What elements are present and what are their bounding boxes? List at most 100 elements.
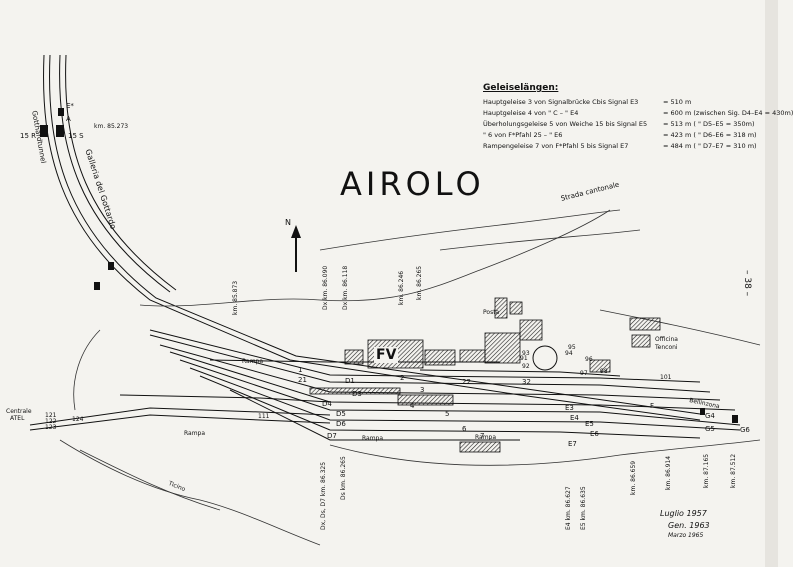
track-number: 5 <box>445 410 450 418</box>
building <box>484 332 521 364</box>
rampa-label: Rampa <box>475 434 497 441</box>
legend-title: Geleiselängen: <box>483 83 559 93</box>
km-mark: E4 km. 86.627 <box>565 486 572 530</box>
track-number: 121 <box>45 412 57 419</box>
signal-icon <box>40 125 48 137</box>
legend-row-label: " 6 von F*Pfahl 25 – " E6 <box>483 131 563 139</box>
building <box>494 297 508 319</box>
km-mark: Dx, Ds, D7 km. 86.325 <box>320 461 327 530</box>
legend-row-label: Überholungsgeleise 5 von Weiche 15 bis S… <box>483 120 648 128</box>
rampa-building <box>459 441 501 453</box>
building <box>344 349 364 365</box>
km-mark: km. 87.512 <box>730 453 737 488</box>
legend-row-label: Hauptgeleise 3 von Signalbrücke Cbis Sig… <box>483 98 639 106</box>
track-number: 7 <box>480 432 485 440</box>
track-number: 98 <box>600 368 608 375</box>
track-number: 122 <box>45 418 57 425</box>
legend-row-value: = 600 m (zwischen Sig. D4–E4 = 430m) <box>663 109 793 117</box>
track-number: 93 <box>522 350 530 357</box>
north-arrow <box>291 225 301 272</box>
signal-label: D1 <box>345 377 355 385</box>
posta-label: Posta <box>483 309 500 316</box>
km-mark: km. 86.265 <box>416 265 423 300</box>
rampa-label: Rampa <box>242 358 264 365</box>
track-number: 101 <box>660 374 672 381</box>
track-number: 22 <box>462 378 471 386</box>
signal-e-label: E* <box>66 102 74 110</box>
km-mark: Dx km. 86.090 <box>322 265 329 310</box>
track-number: 94 <box>565 350 573 357</box>
signal-label: D7 <box>327 432 337 440</box>
legend-row-value: = 513 m ( " D5–E5 = 350m) <box>663 120 755 128</box>
page-title: AIROLO <box>340 165 485 203</box>
signal-label: E3 <box>565 404 574 412</box>
date-3: Marzo 1965 <box>668 532 704 539</box>
north-label: N <box>285 218 291 227</box>
date-2: Gen. 1963 <box>668 521 710 530</box>
signal-label: E4 <box>570 414 579 422</box>
station-tracks <box>29 329 741 441</box>
signal-label: D3 <box>352 390 362 398</box>
track-number: 2 <box>400 374 405 382</box>
legend-row-label: Hauptgeleise 4 von " C – " E4 <box>483 109 579 117</box>
building <box>509 301 523 315</box>
legend-row-value: = 484 m ( " D7–E7 = 310 m) <box>663 142 757 150</box>
signal-icon <box>58 108 64 116</box>
track-number: 111 <box>258 413 270 420</box>
rampa-label: Rampa <box>362 435 384 442</box>
building <box>424 349 456 366</box>
signal-a-label: A <box>66 115 71 123</box>
signal-icon <box>732 415 738 423</box>
track-number: 96 <box>585 356 593 363</box>
track-number: 32 <box>522 378 531 386</box>
track-number: 6 <box>462 425 467 433</box>
signal-label: F <box>650 402 655 410</box>
page-number: – 38 – <box>742 270 752 297</box>
boundaries <box>59 209 761 546</box>
track-number: 92 <box>522 363 530 370</box>
signal-label: E7 <box>568 440 577 448</box>
signal-label: G5 <box>705 425 715 433</box>
km-mark: km. 85.873 <box>232 280 239 315</box>
page-edge <box>765 0 778 567</box>
signal-15r-label: 15 R <box>20 132 36 140</box>
km-mark: km. 86.246 <box>398 270 405 305</box>
signal-label: D6 <box>336 420 346 428</box>
signal-label: D5 <box>336 410 346 418</box>
tunnel-tracks <box>43 54 701 421</box>
km-mark: km. 87.165 <box>703 453 710 488</box>
legend-row-label: Rampengeleise 7 von F*Pfahl 5 bis Signal… <box>483 142 629 150</box>
fv-label: FV <box>374 347 399 363</box>
signal-icon <box>108 262 114 270</box>
km-mark: Ds km. 86.265 <box>340 456 347 500</box>
platform <box>397 394 454 406</box>
signal-label: E5 <box>585 420 594 428</box>
officina-label: Officina <box>655 336 678 343</box>
km-tunnel-label: km. 85.273 <box>94 123 129 130</box>
centrale-label: Centrale <box>6 408 32 415</box>
rampa-label: Rampa <box>184 430 206 437</box>
signal-icon <box>56 125 64 137</box>
km-mark: km. 86.659 <box>630 460 637 495</box>
signal-icon <box>94 282 100 290</box>
building <box>629 317 661 331</box>
track-number: 3 <box>420 386 425 394</box>
building <box>589 359 611 373</box>
legend-row-value: = 423 m ( " D6–E6 = 318 m) <box>663 131 757 139</box>
track-number: 91 <box>520 355 528 362</box>
signal-marks <box>40 108 738 423</box>
building <box>459 349 486 363</box>
track-number: 97 <box>580 370 588 377</box>
legend-row-value: = 510 m <box>663 98 692 106</box>
track-number: 1 <box>298 366 303 374</box>
track-number: 123 <box>45 424 57 431</box>
signal-15s-label: 15 S <box>68 132 84 140</box>
track-number: 95 <box>568 344 576 351</box>
km-mark: km. 86.914 <box>665 455 672 490</box>
atel-label: ATEL <box>10 415 25 422</box>
signal-label: G6 <box>740 426 750 434</box>
signal-icon <box>700 408 705 415</box>
platform <box>309 387 401 395</box>
